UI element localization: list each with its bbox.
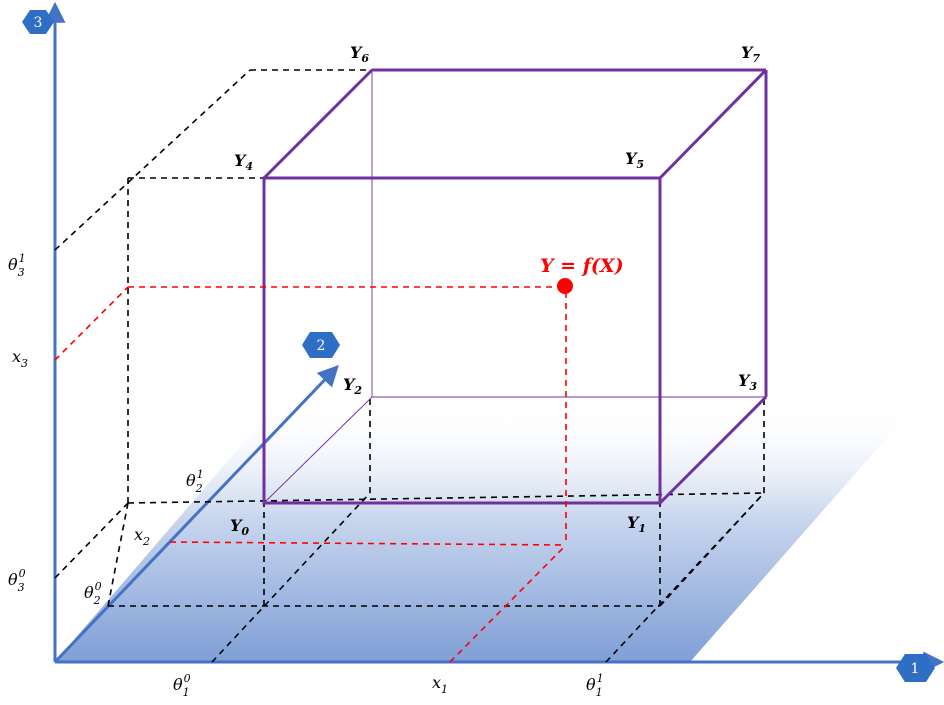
cube-front-edges xyxy=(262,68,768,505)
axis-2-badge: 2 xyxy=(302,332,340,358)
vertex-y7: Y7 xyxy=(741,43,760,65)
axis-2-line xyxy=(53,364,339,664)
point-label: Y = f(X) xyxy=(540,255,624,277)
cube-back-edges xyxy=(263,70,766,504)
vertex-y4: Y4 xyxy=(234,151,253,173)
vertex-y0: Y0 xyxy=(230,516,249,538)
tick-theta3-0: θ30 xyxy=(8,567,26,594)
vertex-y1: Y1 xyxy=(627,513,646,535)
point-projections xyxy=(54,286,567,663)
point-marker xyxy=(557,278,573,294)
tick-x2: x2 xyxy=(134,525,150,548)
tick-x1: x1 xyxy=(432,673,448,696)
svg-text:2: 2 xyxy=(317,338,326,354)
tick-theta1-1: θ11 xyxy=(586,672,604,699)
tick-x3: x3 xyxy=(12,347,28,370)
tick-theta2-0: θ20 xyxy=(84,580,102,607)
svg-text:1: 1 xyxy=(911,661,920,677)
bounding-guides xyxy=(54,69,765,663)
axis-3-badge: 3 xyxy=(22,10,54,34)
svg-text:3: 3 xyxy=(34,15,43,31)
vertex-y3: Y3 xyxy=(738,371,757,393)
vertex-y6: Y6 xyxy=(350,43,369,65)
tick-theta3-1: θ31 xyxy=(8,252,26,279)
vertex-y2: Y2 xyxy=(343,375,362,397)
tick-theta1-0: θ10 xyxy=(173,672,191,699)
vertex-y5: Y5 xyxy=(625,149,644,171)
floor-plane xyxy=(55,400,920,662)
tick-theta2-1: θ21 xyxy=(186,468,204,495)
axis-1-badge: 1 xyxy=(896,654,935,682)
